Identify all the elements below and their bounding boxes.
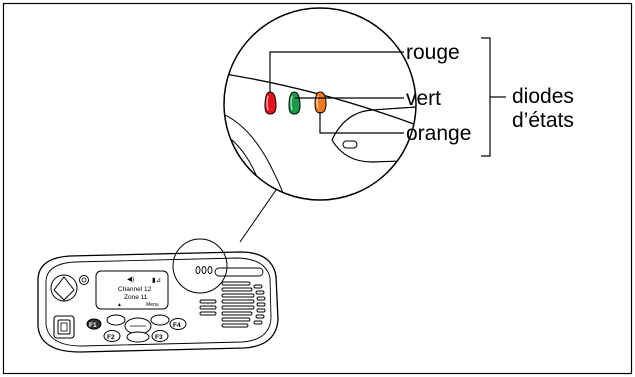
label-rouge: rouge — [406, 41, 460, 64]
magnifier-circle — [223, 7, 417, 201]
f4-key: F4 — [169, 318, 187, 330]
display-line-2: Zone 11 — [124, 294, 148, 301]
display-softkey-right: Menu — [146, 302, 159, 308]
display-line-1: Channel 12 — [118, 286, 152, 293]
label-etats: d’états — [512, 109, 574, 132]
label-diodes: diodes — [512, 85, 574, 108]
svg-text:F4: F4 — [173, 322, 181, 329]
f1-key: F1 — [86, 318, 102, 330]
unit-status-leds — [195, 266, 213, 274]
leader-orange — [319, 112, 404, 134]
housing-slot — [342, 140, 358, 149]
display-signal-icon: ▮⊿ — [152, 277, 161, 284]
f3-key: F3 — [151, 330, 169, 342]
magnified-led-view — [224, 8, 416, 200]
magnifier-connector-line — [239, 189, 277, 243]
top-slot — [214, 267, 264, 277]
svg-text:F2: F2 — [107, 334, 115, 341]
display-speaker-icon: ◀) — [127, 276, 134, 283]
led-highlight-circle — [172, 238, 228, 294]
navigation-cluster — [106, 314, 170, 343]
label-vert: vert — [406, 87, 441, 110]
radio-unit: ◀) ▮⊿ Channel 12 Zone 11 ▲ Menu F1 F2 F3 — [37, 251, 279, 353]
round-button — [79, 275, 89, 285]
f2-key: F2 — [103, 330, 121, 342]
green-led — [288, 91, 301, 115]
volume-knob — [50, 274, 78, 302]
lcd-display — [95, 270, 169, 310]
mic-jack — [53, 315, 75, 339]
leader-rouge — [269, 51, 404, 93]
svg-text:F1: F1 — [89, 322, 97, 329]
display-arrow-icon: ▲ — [117, 302, 122, 308]
speaker-grille — [199, 281, 266, 328]
red-led — [264, 91, 277, 115]
label-orange: orange — [406, 122, 471, 145]
group-bracket — [481, 37, 491, 157]
orange-led — [314, 91, 327, 114]
svg-text:F3: F3 — [155, 334, 163, 341]
